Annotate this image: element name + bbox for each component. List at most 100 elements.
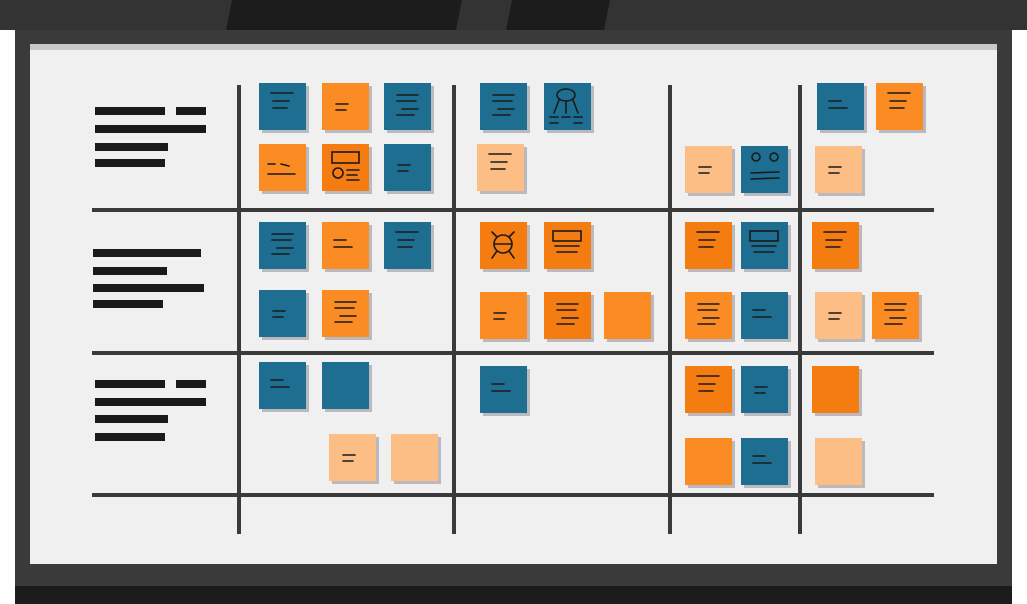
sticky-note[interactable] [480,292,530,342]
scribble-line [280,163,290,167]
sticky-note[interactable] [322,222,372,272]
sticky-note[interactable] [329,434,379,484]
header-text-bar [93,300,163,308]
note-paper [544,292,591,339]
header-text-bar [93,267,167,275]
diagram-box [331,151,360,164]
sticky-note[interactable] [384,222,434,272]
note-paper [480,83,527,130]
note-paper [329,434,376,481]
sticky-note[interactable] [741,366,791,416]
note-paper [480,292,527,339]
grid-row-line [92,351,934,355]
note-paper [685,366,732,413]
sticky-note[interactable] [480,83,530,133]
note-paper [259,362,306,409]
sticky-note[interactable] [812,366,862,416]
sticky-note[interactable] [480,366,530,416]
sticky-note[interactable] [685,292,735,342]
note-paper [741,366,788,413]
note-paper [477,144,524,191]
sticky-note[interactable] [322,144,372,194]
sticky-note[interactable] [741,438,791,488]
note-paper [872,292,919,339]
row-header-3 [95,380,206,441]
note-paper [259,290,306,337]
note-paper [685,222,732,269]
sticky-note[interactable] [685,366,735,416]
note-paper [604,292,651,339]
grid-column-line [452,85,456,534]
note-paper [259,83,306,130]
sticky-note[interactable] [741,292,791,342]
note-paper [384,222,431,269]
sticky-note[interactable] [391,434,441,484]
row-header-2 [93,249,204,308]
note-paper [741,292,788,339]
frame-top-tab [226,0,462,30]
sticky-note[interactable] [322,290,372,340]
sticky-note[interactable] [815,292,865,342]
sticky-note[interactable] [322,83,372,133]
note-paper [815,292,862,339]
grid-column-line [237,85,241,534]
grid-column-line [798,85,802,534]
sticky-note[interactable] [741,222,791,272]
note-paper [812,366,859,413]
note-paper [741,438,788,485]
grid-column-line [668,85,672,534]
header-text-bar [93,249,201,257]
header-text-bar [176,107,206,115]
sticky-note[interactable] [685,222,735,272]
sticky-note[interactable] [817,83,867,133]
note-paper [391,434,438,481]
sticky-note[interactable] [812,222,862,272]
header-text-bar [95,159,165,167]
sticky-note[interactable] [384,144,434,194]
sticky-note[interactable] [322,362,372,412]
sticky-note[interactable] [259,144,309,194]
sticky-note[interactable] [815,146,865,196]
note-paper [322,222,369,269]
sticky-note[interactable] [544,222,594,272]
sticky-note[interactable] [544,83,594,133]
sticky-note[interactable] [741,146,791,196]
sticky-note[interactable] [815,438,865,488]
sticky-note[interactable] [477,144,527,194]
sticky-note[interactable] [544,292,594,342]
header-text-bar [176,380,206,388]
person-head [751,152,761,162]
sticky-note[interactable] [872,292,922,342]
row-headers [93,107,206,441]
header-text-bar [95,107,165,115]
sticky-note[interactable] [480,222,530,272]
sticky-note[interactable] [384,83,434,133]
scribble-line [750,177,780,180]
network-links [553,99,579,114]
sticky-note[interactable] [685,438,735,488]
sticky-note[interactable] [685,146,735,196]
note-paper [741,146,788,193]
sticky-note[interactable] [259,222,309,272]
note-paper [259,222,306,269]
header-text-bar [95,143,168,151]
note-paper [812,222,859,269]
header-text-bar [95,380,165,388]
sticky-note[interactable] [259,83,309,133]
sticky-notes [259,83,926,488]
board-top-strip [30,44,997,50]
note-paper [259,144,306,191]
sticky-note[interactable] [604,292,654,342]
sticky-note[interactable] [876,83,926,133]
network-labels [549,116,583,124]
sticky-note[interactable] [259,290,309,340]
note-paper [544,83,591,130]
sticky-note[interactable] [259,362,309,412]
note-paper [817,83,864,130]
board-grid [92,85,934,534]
bug-legs [491,231,515,259]
note-paper [815,438,862,485]
header-text-bar [95,433,165,441]
note-paper [815,146,862,193]
